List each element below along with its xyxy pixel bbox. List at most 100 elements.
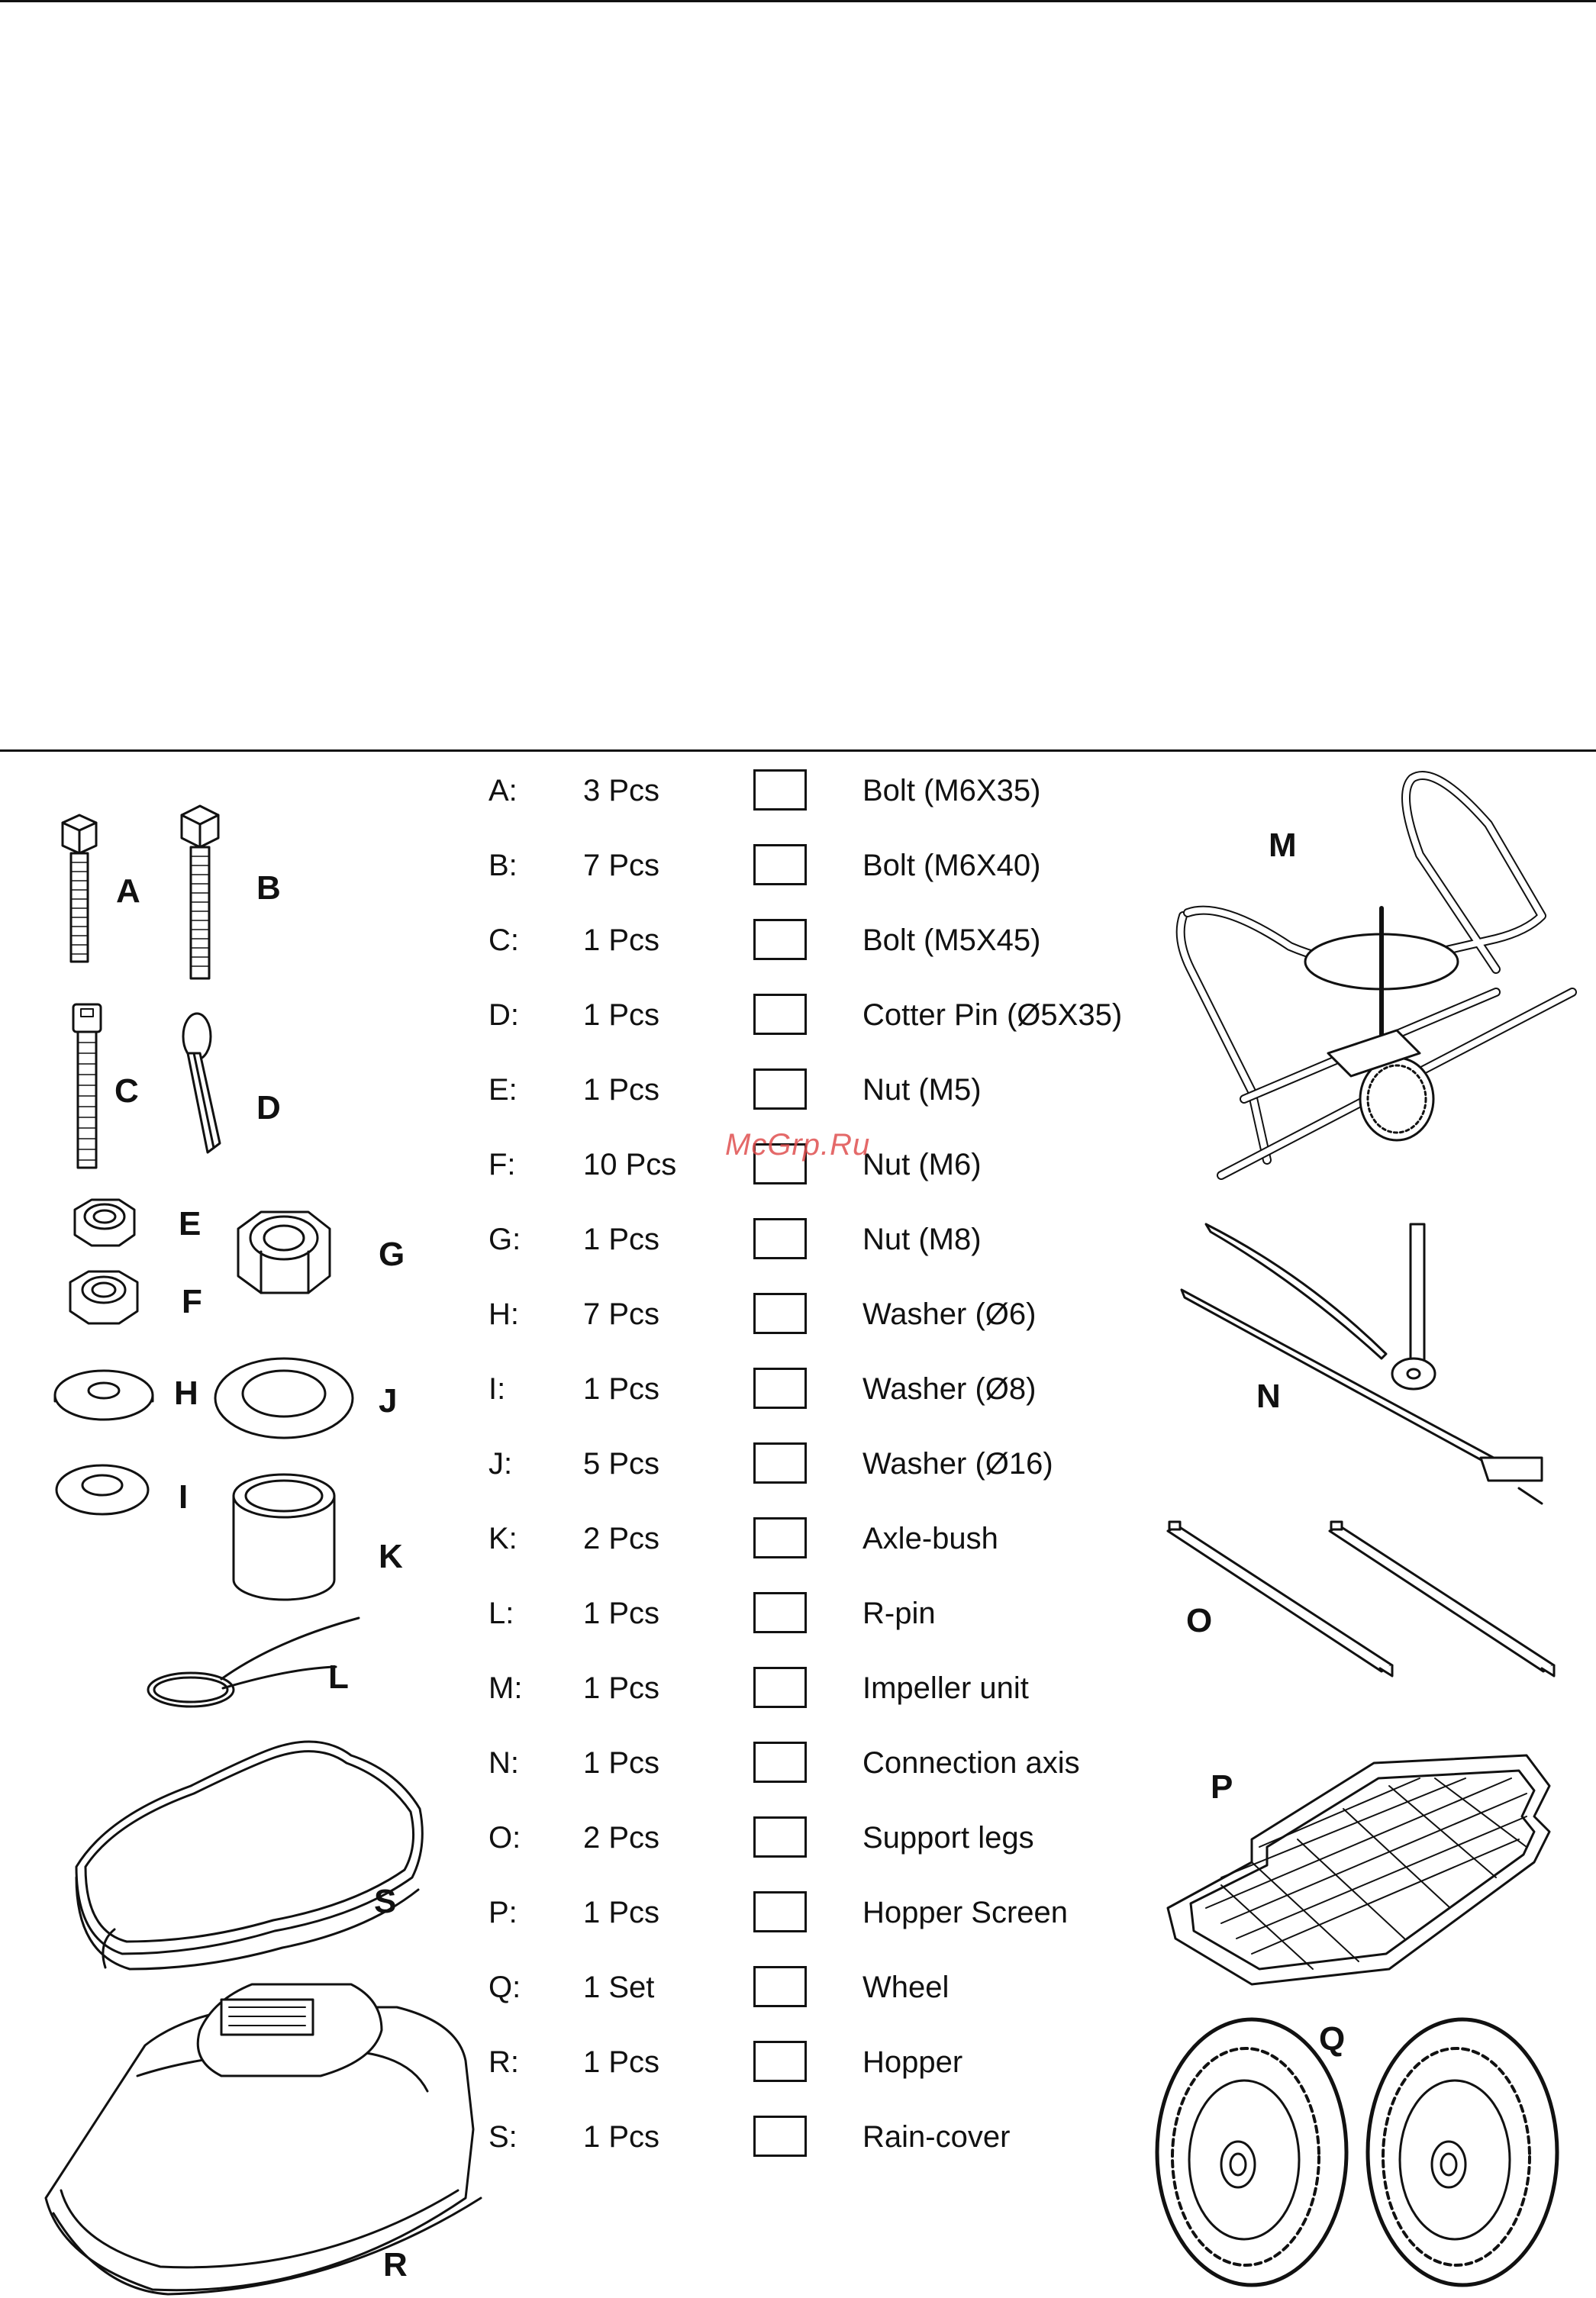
rain-cover-s-illustration xyxy=(75,1740,424,1971)
part-row: D: 1 Pcs Cotter Pin (Ø5X35) xyxy=(488,992,1175,1038)
part-code: E: xyxy=(488,1073,517,1107)
part-quantity: 7 Pcs xyxy=(583,1297,660,1331)
part-checkbox[interactable] xyxy=(753,1742,807,1783)
impeller-unit-m-illustration xyxy=(1175,771,1577,1180)
part-quantity: 2 Pcs xyxy=(583,1522,660,1555)
part-row: J: 5 Pcs Washer (Ø16) xyxy=(488,1441,1175,1487)
label-a: A xyxy=(116,872,140,910)
part-quantity: 1 Pcs xyxy=(583,1746,660,1780)
part-quantity: 1 Pcs xyxy=(583,1223,660,1256)
part-code: C: xyxy=(488,923,519,957)
part-checkbox[interactable] xyxy=(753,1517,807,1558)
part-checkbox[interactable] xyxy=(753,994,807,1035)
part-row: E: 1 Pcs Nut (M5) xyxy=(488,1067,1175,1113)
part-row: C: 1 Pcs Bolt (M5X45) xyxy=(488,917,1175,963)
part-quantity: 1 Pcs xyxy=(583,1597,660,1630)
part-description: Impeller unit xyxy=(862,1671,1029,1705)
bolt-a-illustration xyxy=(61,814,98,963)
part-description: Bolt (M6X35) xyxy=(862,774,1041,807)
nut-f-illustration xyxy=(69,1270,139,1325)
top-divider xyxy=(0,0,1596,2)
label-m: M xyxy=(1269,827,1297,864)
part-quantity: 1 Pcs xyxy=(583,998,660,1032)
label-l: L xyxy=(328,1658,349,1696)
part-description: Support legs xyxy=(862,1821,1034,1855)
part-description: Axle-bush xyxy=(862,1522,998,1555)
r-pin-l-illustration xyxy=(147,1616,360,1708)
part-row: N: 1 Pcs Connection axis xyxy=(488,1740,1175,1786)
part-checkbox[interactable] xyxy=(753,1442,807,1484)
part-quantity: 1 Pcs xyxy=(583,1671,660,1705)
part-quantity: 1 Pcs xyxy=(583,1372,660,1406)
part-checkbox[interactable] xyxy=(753,844,807,885)
part-code: N: xyxy=(488,1746,519,1780)
part-code: I: xyxy=(488,1372,506,1406)
label-o: O xyxy=(1186,1602,1213,1639)
part-row: L: 1 Pcs R-pin xyxy=(488,1591,1175,1636)
part-row: H: 7 Pcs Washer (Ø6) xyxy=(488,1291,1175,1337)
nut-g-illustration xyxy=(237,1210,331,1294)
part-code: S: xyxy=(488,2120,517,2154)
part-quantity: 2 Pcs xyxy=(583,1821,660,1855)
label-s: S xyxy=(374,1883,397,1920)
part-checkbox[interactable] xyxy=(753,1368,807,1409)
label-i: I xyxy=(179,1478,189,1516)
part-code: A: xyxy=(488,774,517,807)
part-checkbox[interactable] xyxy=(753,769,807,811)
part-checkbox[interactable] xyxy=(753,1068,807,1110)
part-checkbox[interactable] xyxy=(753,1143,807,1184)
part-quantity: 7 Pcs xyxy=(583,849,660,882)
part-checkbox[interactable] xyxy=(753,919,807,960)
part-checkbox[interactable] xyxy=(753,1218,807,1259)
washer-j-illustration xyxy=(214,1357,354,1439)
part-quantity: 1 Set xyxy=(583,1971,655,2004)
label-r: R xyxy=(383,2246,408,2283)
part-description: Connection axis xyxy=(862,1746,1080,1780)
part-quantity: 1 Pcs xyxy=(583,923,660,957)
connection-axis-n-illustration xyxy=(1180,1223,1543,1505)
label-e: E xyxy=(179,1205,202,1242)
part-checkbox[interactable] xyxy=(753,1816,807,1858)
part-description: Washer (Ø8) xyxy=(862,1372,1037,1406)
part-description: Washer (Ø6) xyxy=(862,1297,1037,1331)
part-row: Q: 1 Set Wheel xyxy=(488,1964,1175,2010)
watermark: McGrp.Ru xyxy=(725,1128,871,1162)
part-code: F: xyxy=(488,1148,516,1181)
part-description: Nut (M8) xyxy=(862,1223,982,1256)
label-q: Q xyxy=(1319,2020,1346,2058)
part-description: R-pin xyxy=(862,1597,936,1630)
part-checkbox[interactable] xyxy=(753,2041,807,2082)
part-checkbox[interactable] xyxy=(753,1592,807,1633)
part-quantity: 1 Pcs xyxy=(583,1073,660,1107)
part-description: Hopper Screen xyxy=(862,1896,1069,1929)
part-code: M: xyxy=(488,1671,523,1705)
part-code: O: xyxy=(488,1821,521,1855)
part-description: Nut (M5) xyxy=(862,1073,982,1107)
part-checkbox[interactable] xyxy=(753,1891,807,1932)
part-row: O: 2 Pcs Support legs xyxy=(488,1815,1175,1861)
part-code: Q: xyxy=(488,1971,521,2004)
bolt-c-illustration xyxy=(72,1003,102,1169)
hopper-r-illustration xyxy=(44,1983,482,2296)
part-checkbox[interactable] xyxy=(753,1293,807,1334)
part-description: Washer (Ø16) xyxy=(862,1447,1053,1481)
part-row: P: 1 Pcs Hopper Screen xyxy=(488,1890,1175,1935)
part-checkbox[interactable] xyxy=(753,2116,807,2157)
part-code: D: xyxy=(488,998,519,1032)
part-code: H: xyxy=(488,1297,519,1331)
part-checkbox[interactable] xyxy=(753,1966,807,2007)
label-b: B xyxy=(256,869,281,907)
part-row: S: 1 Pcs Rain-cover xyxy=(488,2114,1175,2160)
label-d: D xyxy=(256,1089,281,1126)
wheels-q-illustration xyxy=(1155,2017,1559,2287)
part-description: Cotter Pin (Ø5X35) xyxy=(862,998,1123,1032)
support-legs-o-illustration xyxy=(1166,1520,1556,1678)
label-h: H xyxy=(174,1375,198,1412)
part-row: G: 1 Pcs Nut (M8) xyxy=(488,1217,1175,1262)
part-code: R: xyxy=(488,2045,519,2079)
part-checkbox[interactable] xyxy=(753,1667,807,1708)
part-description: Nut (M6) xyxy=(862,1148,982,1181)
part-row: A: 3 Pcs Bolt (M6X35) xyxy=(488,768,1175,814)
part-description: Rain-cover xyxy=(862,2120,1011,2154)
